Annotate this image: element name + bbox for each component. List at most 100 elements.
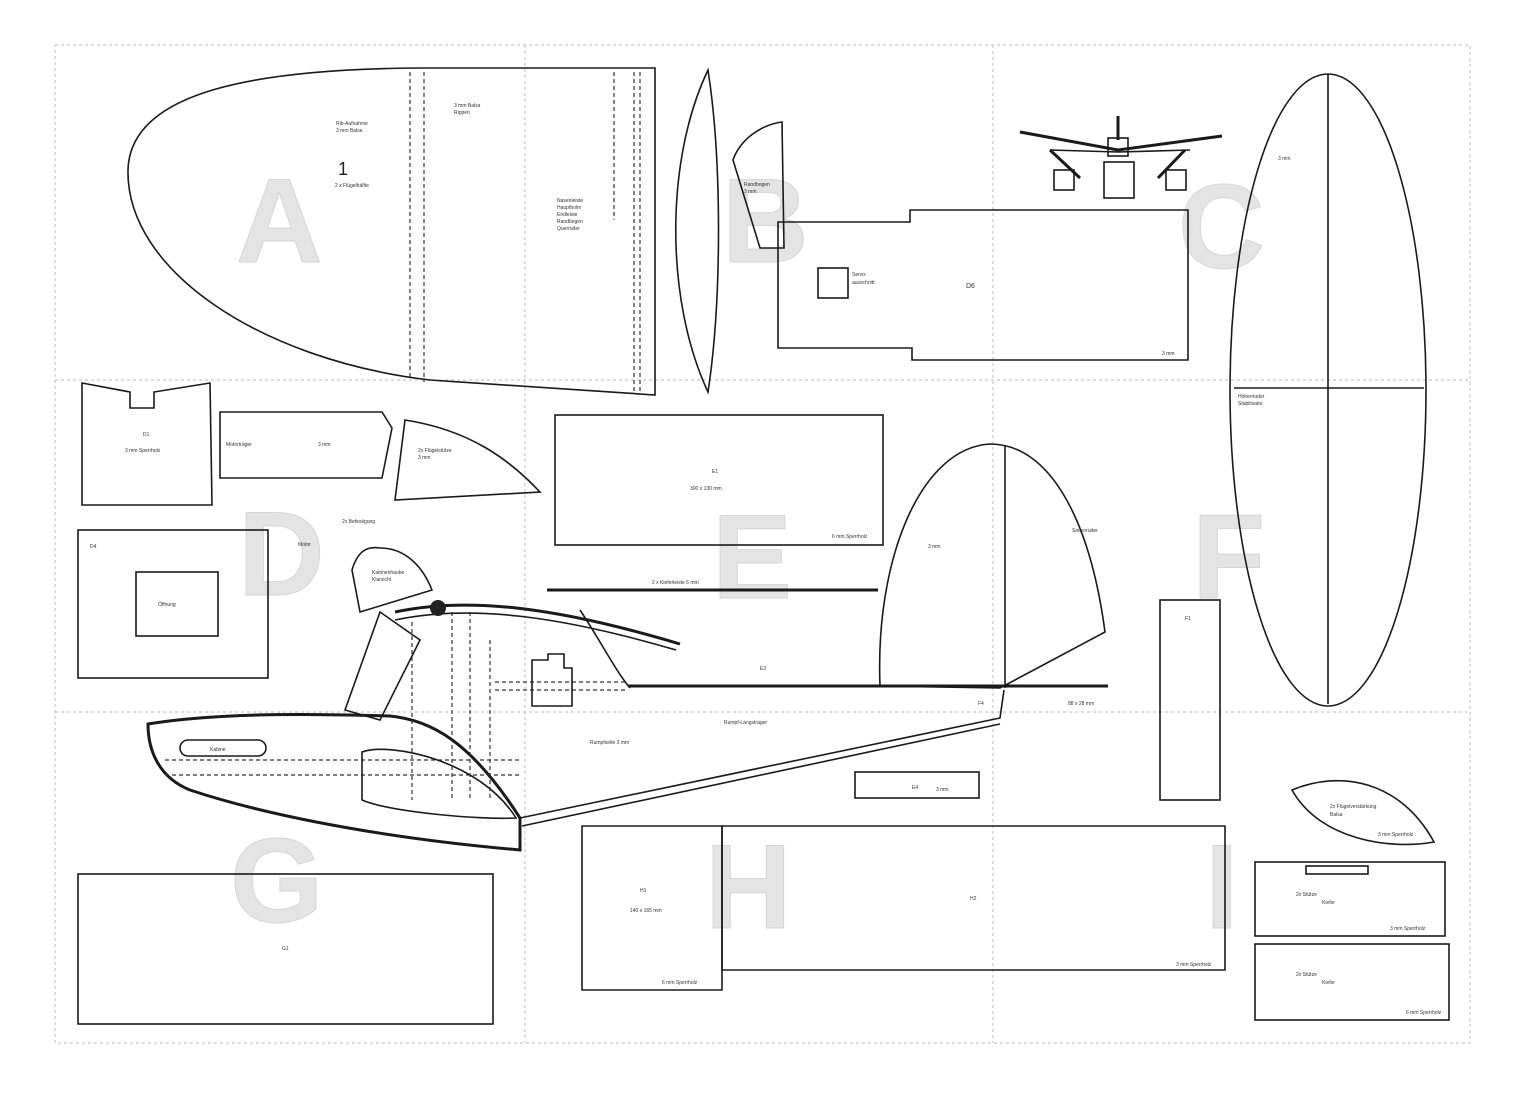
svg-text:2 x Kieferleiste 6 mm: 2 x Kieferleiste 6 mm <box>652 580 699 586</box>
svg-text:2x Flügelstütze: 2x Flügelstütze <box>418 448 452 454</box>
svg-text:H2: H2 <box>970 896 977 902</box>
part-plate-h1 <box>581 825 723 991</box>
svg-text:H1: H1 <box>640 888 647 894</box>
svg-text:F1: F1 <box>1185 616 1191 622</box>
svg-text:F4: F4 <box>978 701 984 707</box>
svg-text:6 mm Sperrholz: 6 mm Sperrholz <box>1406 1010 1442 1016</box>
svg-text:Rumpfseite 3 mm: Rumpfseite 3 mm <box>590 740 629 746</box>
panel-cutout <box>817 267 849 299</box>
wingtip-piece <box>732 121 785 249</box>
svg-text:D4: D4 <box>90 544 97 550</box>
svg-text:G1: G1 <box>282 946 289 952</box>
svg-text:2x Stütze: 2x Stütze <box>1296 892 1317 898</box>
svg-text:Randbogen: Randbogen <box>557 219 583 225</box>
label-dimension: 88 x 28 mm <box>1068 701 1094 707</box>
svg-text:2x Stütze: 2x Stütze <box>1296 972 1317 978</box>
part-strip-e4 <box>854 771 980 799</box>
label-motor: Motor <box>298 542 311 548</box>
part-plate-i2-slot <box>1305 865 1369 875</box>
part-strip-f1 <box>1159 599 1221 801</box>
part-frame-opening <box>135 571 219 637</box>
svg-text:D1: D1 <box>143 432 150 438</box>
part-plate-e1 <box>554 414 884 546</box>
svg-text:3 mm Sperrholz: 3 mm Sperrholz <box>1390 926 1426 932</box>
part-frame-d4 <box>77 529 269 679</box>
svg-text:Servo-: Servo- <box>852 272 867 278</box>
svg-text:3 mm Balsa: 3 mm Balsa <box>336 128 363 134</box>
svg-text:ausschnitt: ausschnitt <box>852 280 875 286</box>
sheet-letter-d: D <box>238 487 325 621</box>
label-d6: D6 <box>966 283 975 290</box>
svg-text:Randbogen: Randbogen <box>744 182 770 188</box>
svg-text:6 mm Sperrholz: 6 mm Sperrholz <box>832 534 868 540</box>
servo-block <box>531 653 573 707</box>
part-plate-h2 <box>721 825 1226 971</box>
svg-text:3 mm: 3 mm <box>928 544 941 550</box>
sheet-letter-f: F <box>1192 490 1265 624</box>
svg-text:Querruder: Querruder <box>557 226 580 232</box>
svg-text:140 x 165 mm: 140 x 165 mm <box>630 908 662 914</box>
front-view-model <box>1019 116 1223 199</box>
svg-text:Rumpf-Längsträger: Rumpf-Längsträger <box>724 720 767 726</box>
svg-text:2x Befestigung: 2x Befestigung <box>342 519 375 525</box>
svg-text:3 mm Sperrholz: 3 mm Sperrholz <box>125 448 161 454</box>
svg-text:300 x 130 mm: 300 x 130 mm <box>690 486 722 492</box>
sheet-letter-a: A <box>236 154 323 288</box>
part-bulkhead-d1 <box>81 382 213 506</box>
sheet-letter-h: H <box>705 820 792 954</box>
part-lens-i1 <box>1290 779 1436 846</box>
label-cabin: Kabine <box>210 747 226 753</box>
sheet-letter-e: E <box>712 490 792 624</box>
svg-text:Kabinenhaube: Kabinenhaube <box>372 570 404 576</box>
part-plate-g1 <box>77 873 494 1025</box>
part-plate-i3 <box>1254 943 1450 1021</box>
wing-part-number: 1 <box>338 159 348 179</box>
svg-text:Kiefer: Kiefer <box>1322 980 1335 986</box>
svg-text:Hauptholm: Hauptholm <box>557 205 581 211</box>
svg-text:Nasenleiste: Nasenleiste <box>557 198 583 204</box>
fuselage-side-panel <box>777 209 1189 361</box>
svg-text:Klarsicht: Klarsicht <box>372 577 392 583</box>
svg-text:3 mm Sperrholz: 3 mm Sperrholz <box>1176 962 1212 968</box>
sheet-letter-i: I <box>1205 820 1238 954</box>
part-plate-i2 <box>1254 861 1446 937</box>
svg-text:3 mm: 3 mm <box>418 455 431 461</box>
horizontal-stabilizer: 3 mm Höhenruder Stabilisator <box>1229 73 1427 707</box>
vertical-fin: 3 mm Seitenruder <box>878 443 1106 689</box>
label-3mm-b: 3 mm <box>936 787 949 793</box>
svg-text:6 mm Sperrholz: 6 mm Sperrholz <box>662 980 698 986</box>
svg-text:Höhenruder: Höhenruder <box>1238 394 1265 400</box>
sheet-letter-c: C <box>1178 160 1265 294</box>
wing-pylon <box>343 600 681 721</box>
sheet-letter-b: B <box>722 154 809 288</box>
part-fin-d3 <box>394 419 542 501</box>
svg-text:Endleiste: Endleiste <box>557 212 578 218</box>
svg-text:Kiefer: Kiefer <box>1322 900 1335 906</box>
svg-text:3 mm: 3 mm <box>744 189 757 195</box>
label-3mm-a: 3 mm <box>1162 351 1175 357</box>
sheet-letter-g: G <box>230 814 323 948</box>
svg-text:Stabilisator: Stabilisator <box>1238 401 1263 407</box>
svg-text:3 mm: 3 mm <box>1278 156 1291 162</box>
sheet-grid <box>54 44 1471 1044</box>
svg-text:Balsa: Balsa <box>1330 812 1343 818</box>
svg-text:Motorträger: Motorträger <box>226 442 252 448</box>
svg-text:E4: E4 <box>912 785 918 791</box>
wing-spar-lens <box>675 67 720 395</box>
svg-text:Rippen: Rippen <box>454 110 470 116</box>
svg-text:E3: E3 <box>760 666 766 672</box>
svg-text:3 mm: 3 mm <box>318 442 331 448</box>
part-strip-d2 <box>219 411 393 479</box>
svg-text:3 mm Balsa: 3 mm Balsa <box>454 103 481 109</box>
svg-text:E1: E1 <box>712 469 718 475</box>
svg-text:Rib-Aufnahme: Rib-Aufnahme <box>336 121 368 127</box>
svg-text:2 x Flügelhälfte: 2 x Flügelhälfte <box>335 183 369 189</box>
svg-text:3 mm Sperrholz: 3 mm Sperrholz <box>1378 832 1414 838</box>
svg-text:Öffnung: Öffnung <box>158 601 176 608</box>
wing-panel-left: Rib-Aufnahme 3 mm Balsa 1 2 x Flügelhälf… <box>127 67 656 396</box>
svg-text:Seitenruder: Seitenruder <box>1072 528 1098 534</box>
cabin-canopy: Kabinenhaube Klarsicht Motor 2x Befestig… <box>298 519 434 614</box>
fuselage-side-view: Kabine Rumpfseite 3 mm F4 <box>146 689 1005 852</box>
